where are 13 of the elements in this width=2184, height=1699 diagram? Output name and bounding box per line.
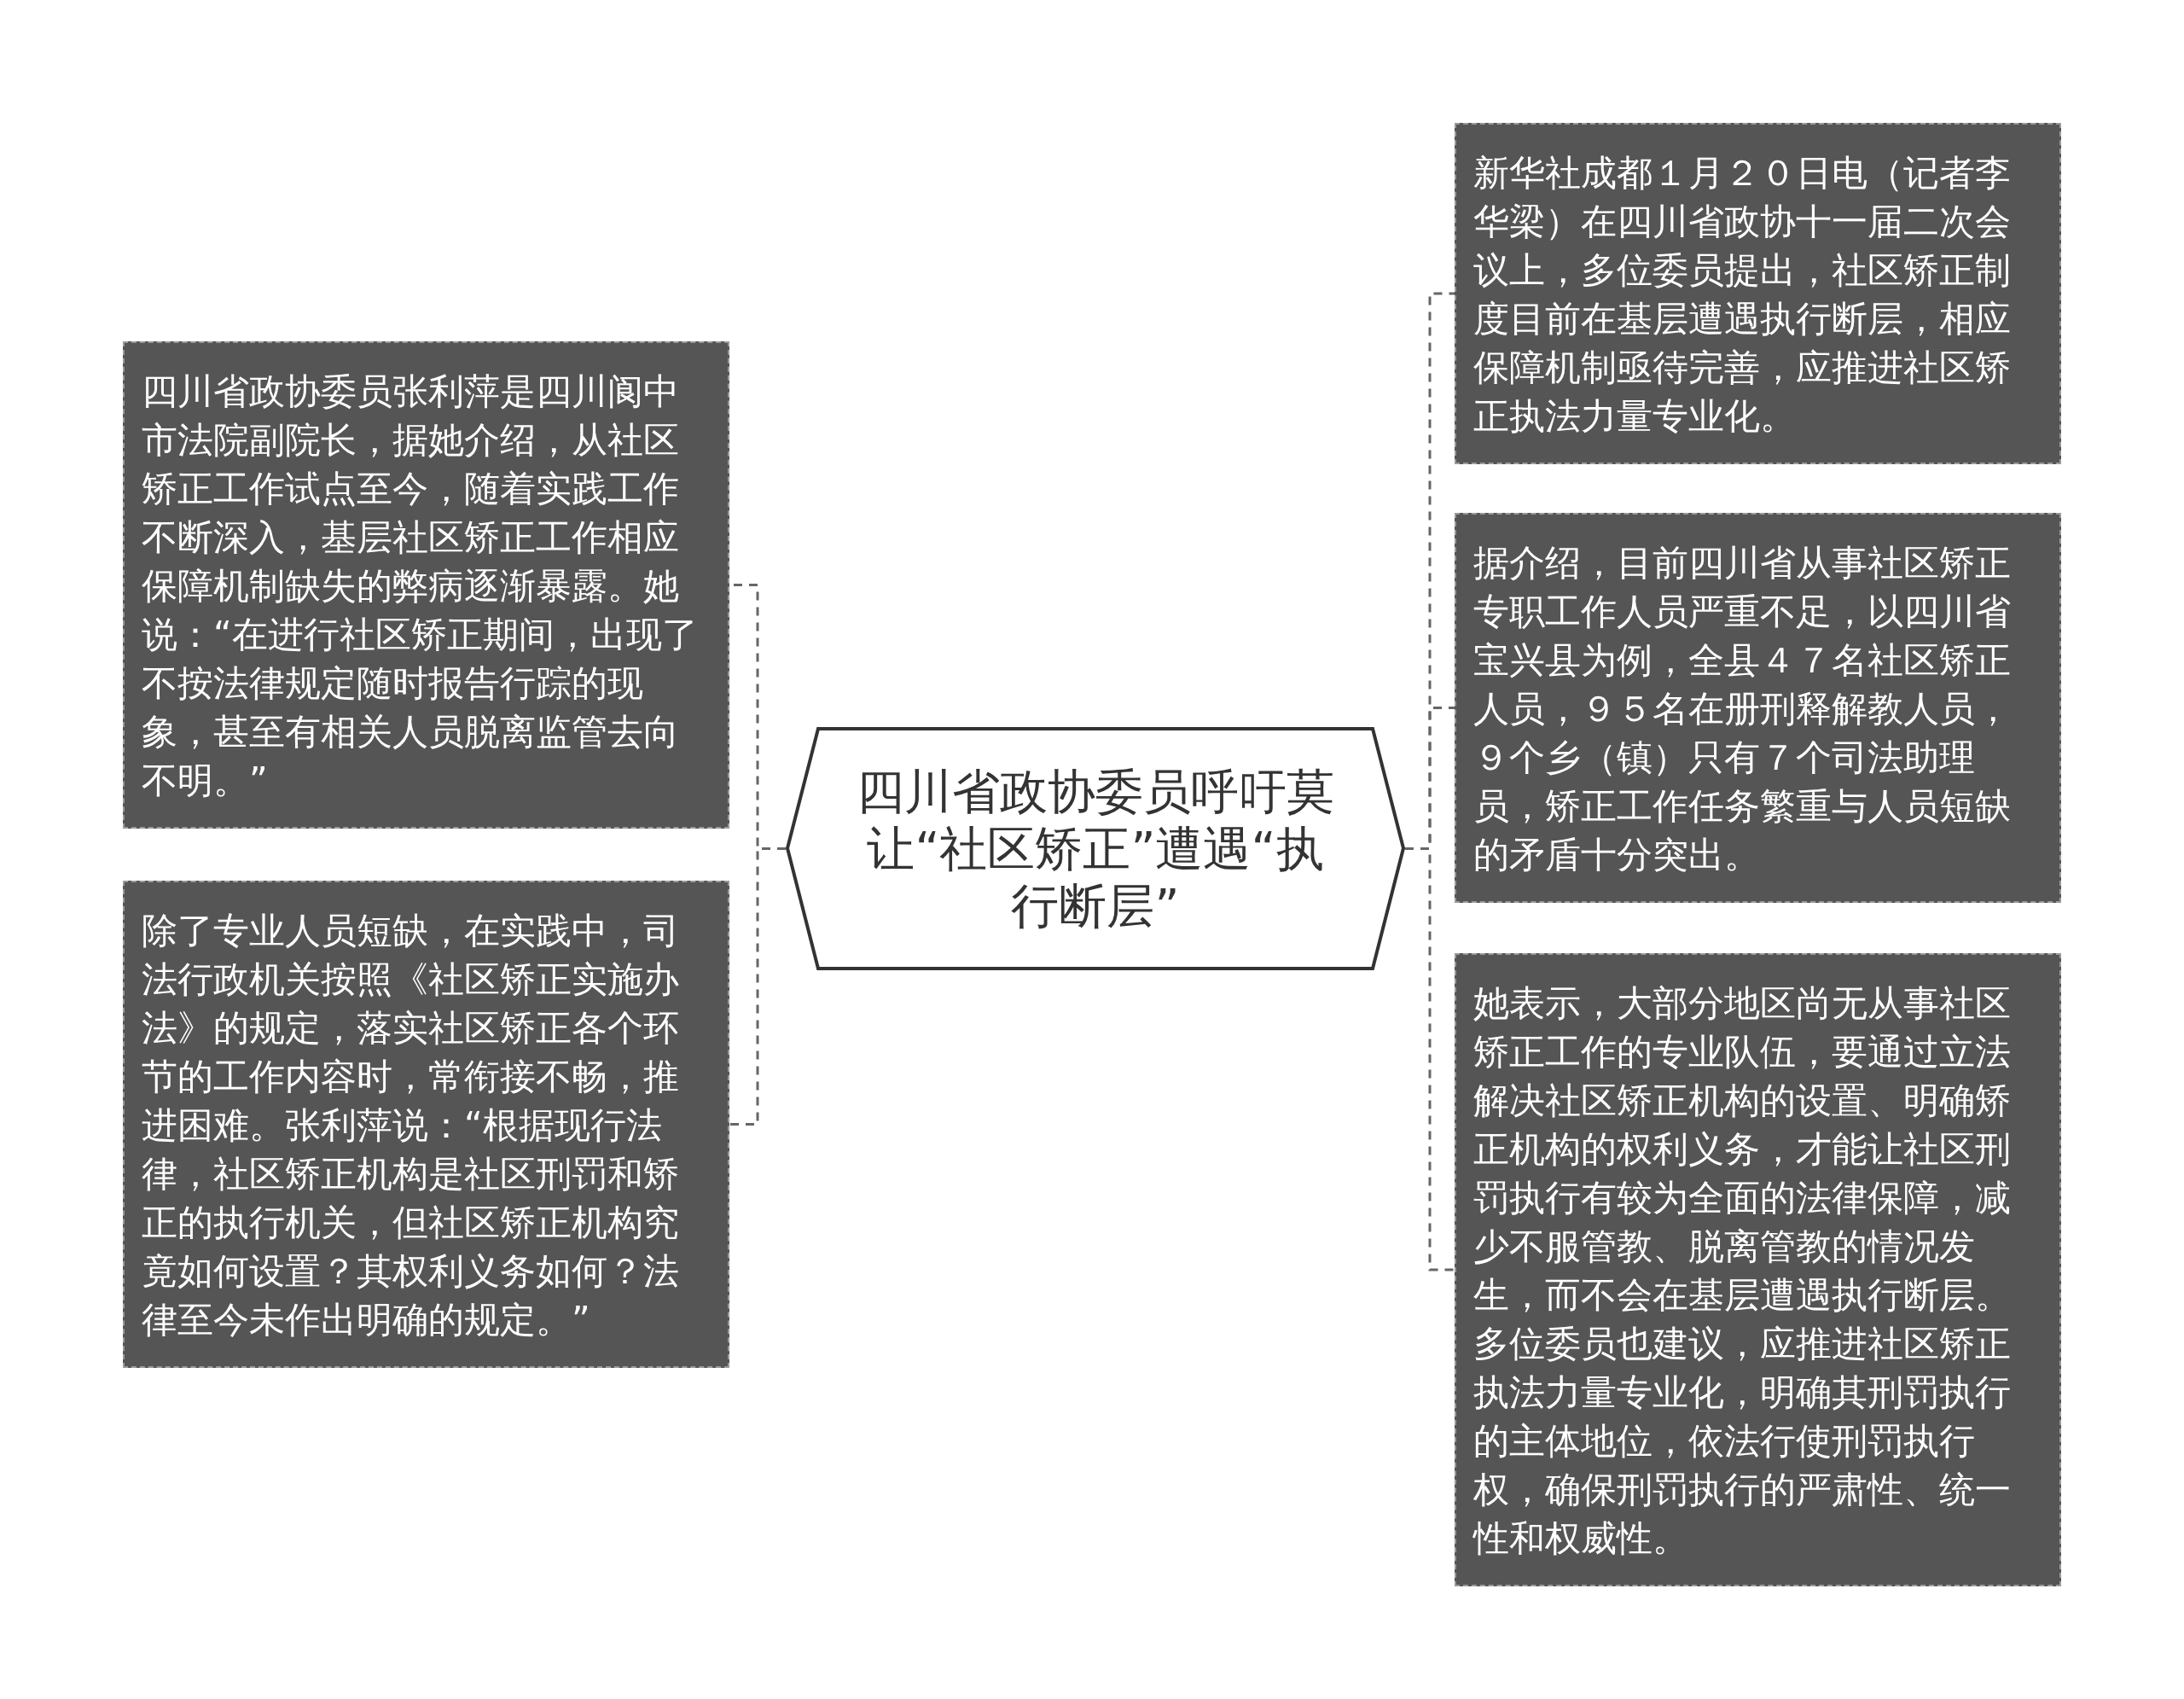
note-box — [1455, 953, 2061, 1586]
note-text: 除了专业人员短缺，在实践中，司法行政机关按照《社区矫正实施办法》的规定，落实社区矫正各个环节的工作内容时，常衔接不畅，推进困难。张利萍说：“根据现行法律，社区矫正机构是社区刑罚和矫正的执行机关，但社区矫正机构究竟如何设置？其权利义务如何？法律至今未作出明确的规定。” — [142, 909, 680, 1342]
topic-hexagon — [784, 726, 1407, 971]
note-box — [1455, 513, 2061, 903]
note-text: 新华社成都１月２０日电（记者李华梁）在四川省政协十一届二次会议上，多位委员提出，社区矫正制度目前在基层遭遇执行断层，相应保障机制亟待完善，应推进社区矫正执法力量专业化。 — [1473, 151, 2012, 439]
note-box — [123, 881, 729, 1368]
note-text: 据介绍，目前四川省从事社区矫正专职工作人员严重不足，以四川省宝兴县为例，全县４７名社区矫正人员，９５名在册刑释解教人员，９个乡（镇）只有７个司法助理员，矫正工作任务繁重与人员短缺的矛盾十分突出。 — [1473, 541, 2012, 877]
note-text: 她表示，大部分地区尚无从事社区矫正工作的专业队伍，要通过立法解决社区矫正机构的设置、明确矫正机构的权利义务，才能让社区刑罚执行有较为全面的法律保障，减少不服管教、脱离管教的情况发生，而不会在基层遭遇执行断层。多位委员也建议，应推进社区矫正执法力量专业化，明确其刑罚执行的主体地位，依法行使刑罚执行权，确保刑罚执行的严肃性、统一性和权威性。 — [1473, 981, 2012, 1561]
note-text: 四川省政协委员张利萍是四川阆中市法院副院长，据她介绍，从社区矫正工作试点至今，随着实践工作不断深入，基层社区矫正工作相应保障机制缺失的弊病逐渐暴露。她说：“在进行社区矫正期间，出现了不按法律规定随时报告行踪的现象，甚至有相关人员脱离监管去向不明。” — [142, 369, 699, 803]
note-box — [123, 341, 729, 829]
connector-line — [729, 847, 786, 1126]
note-box — [1455, 123, 2061, 464]
topic-title: 四川省政协委员呼吁莫让“社区矫正”遭遇“执行断层” — [856, 763, 1335, 934]
